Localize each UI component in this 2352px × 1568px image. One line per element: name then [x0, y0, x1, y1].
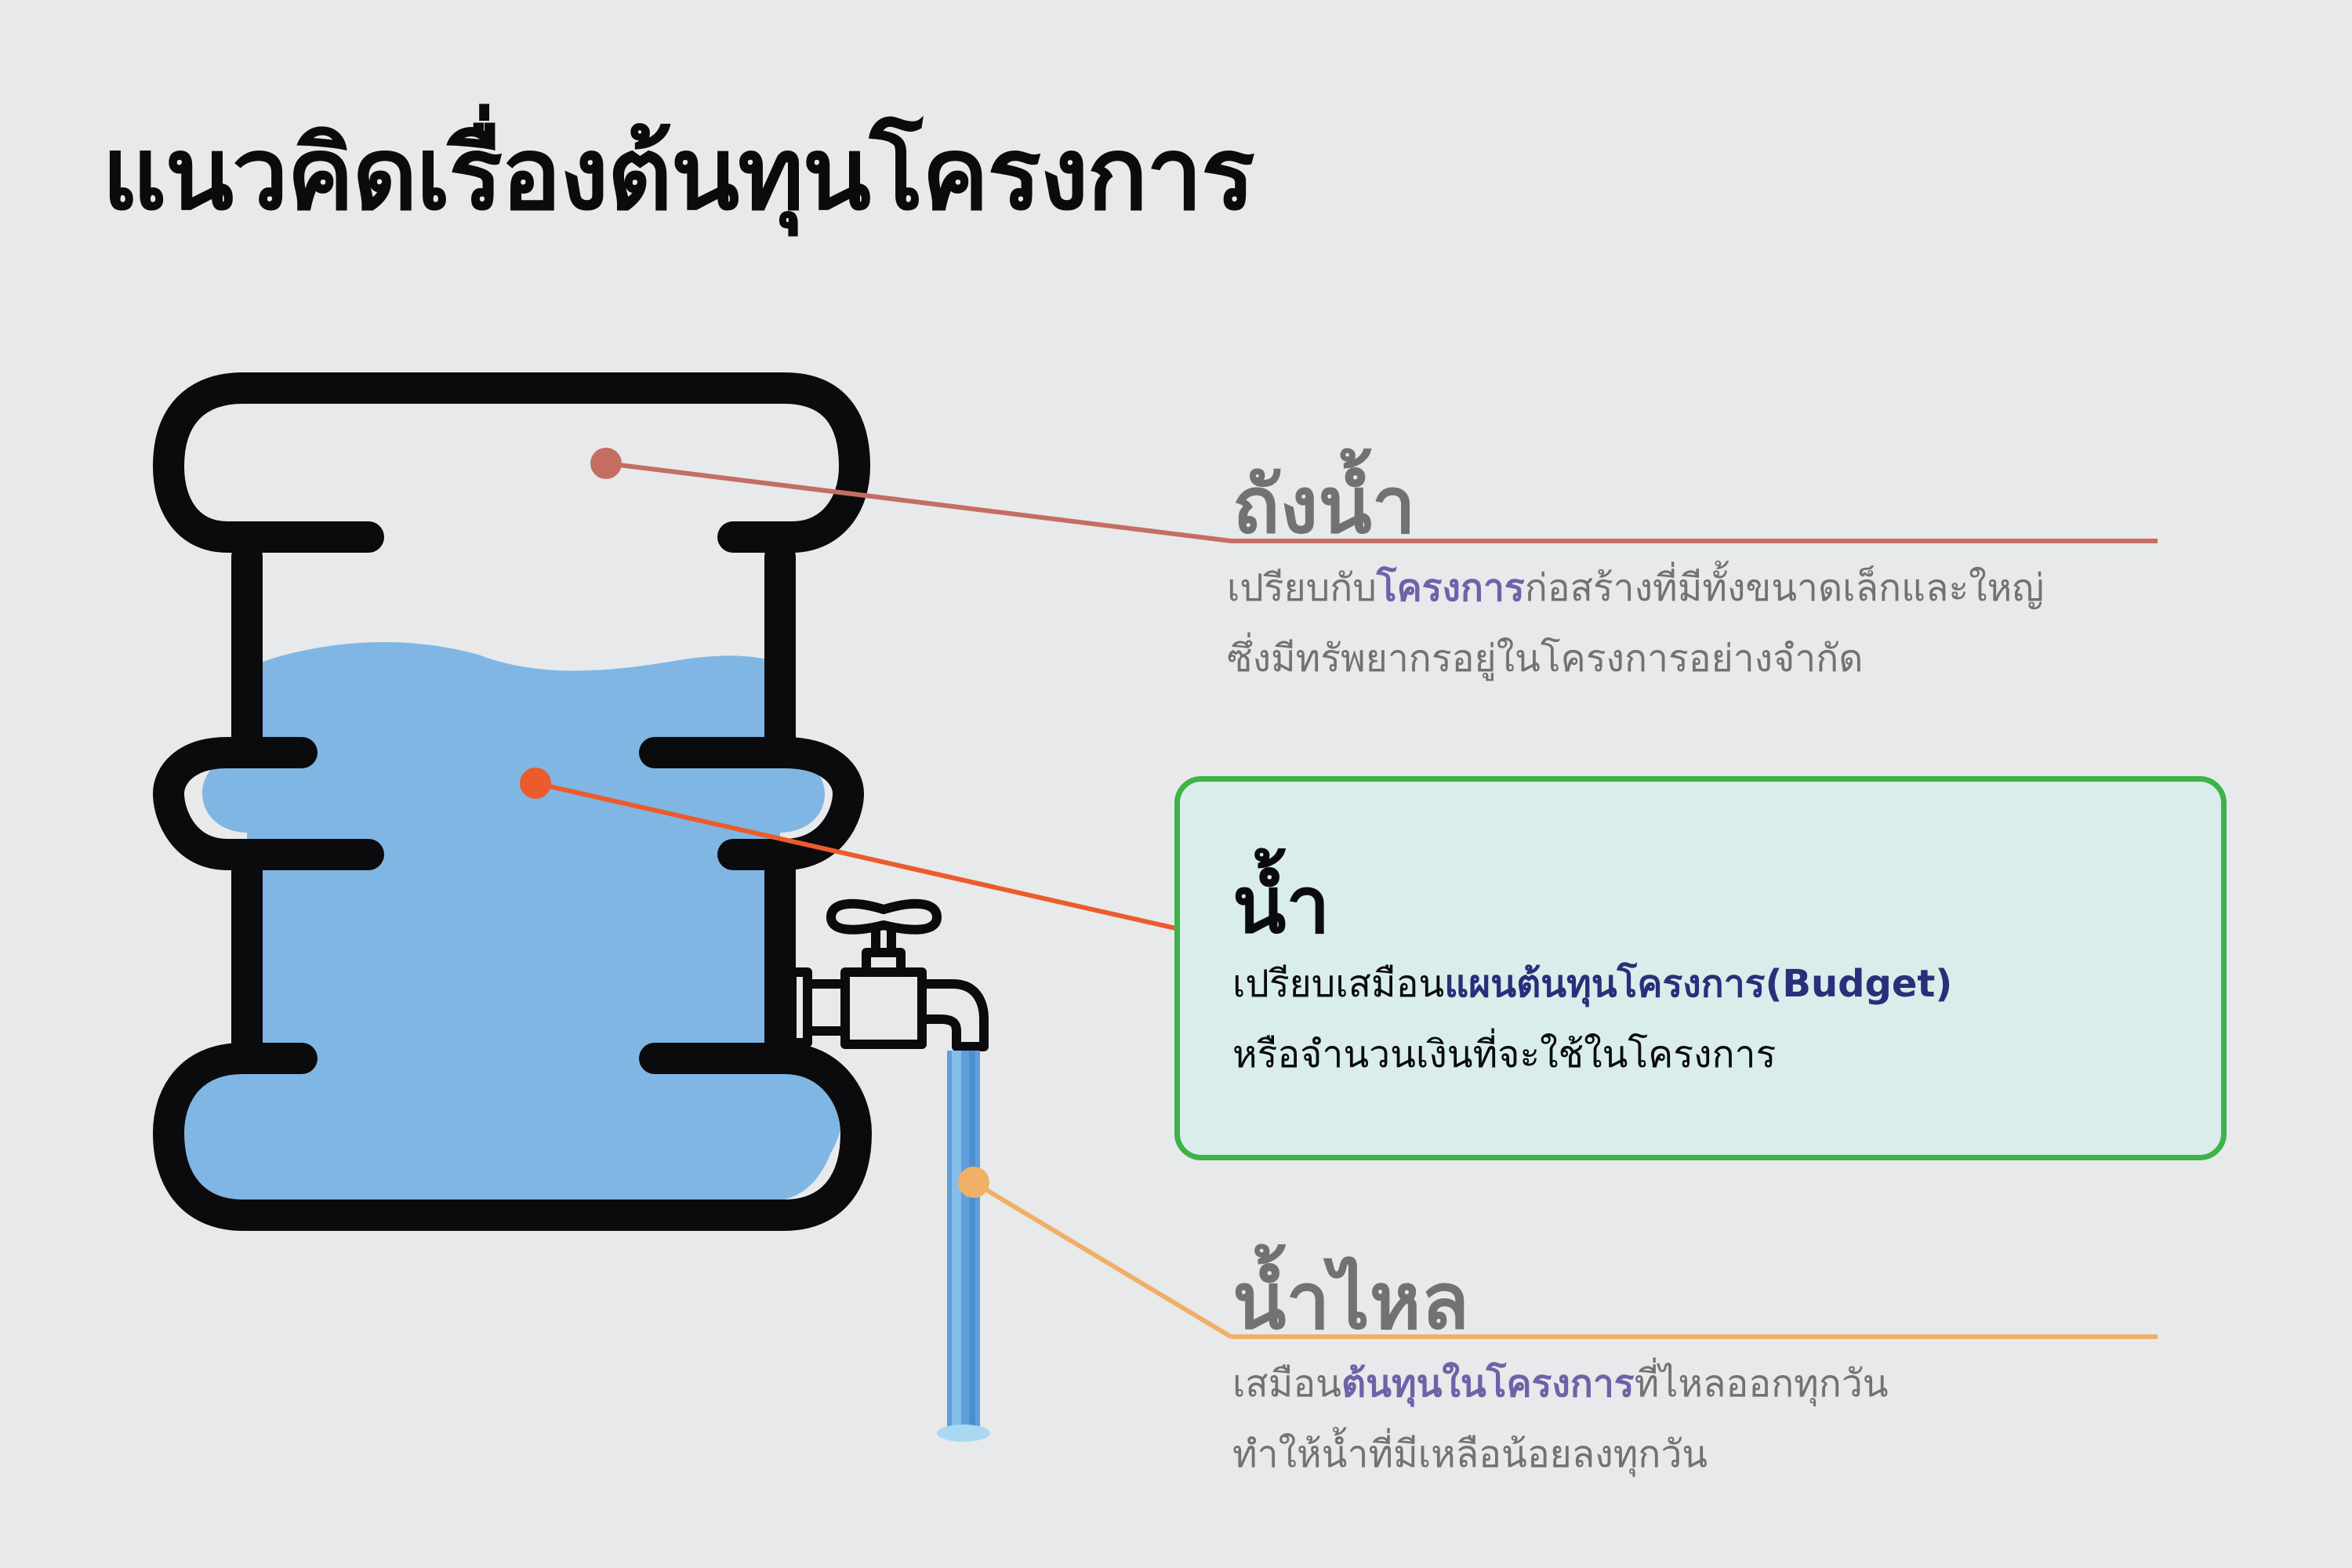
page-title: แนวคิดเรื่องต้นทุนโครงการ: [102, 116, 1255, 233]
water-fill: [165, 641, 844, 1203]
water-title: น้ำ: [1232, 859, 1330, 951]
flow-description-line1: เสมือนต้นทุนในโครงการที่ไหลออกทุกวัน: [1232, 1362, 1889, 1406]
water-description: เปรียบเสมือนแผนต้นทุนโครงการ(Budget) หรื…: [1232, 949, 1952, 1090]
flow-description: เสมือนต้นทุนในโครงการที่ไหลออกทุกวัน ทำใ…: [1232, 1348, 1889, 1490]
water-stream-icon: [937, 1051, 990, 1442]
tank-description: เปรียบกับโครงการก่อสร้างที่มีทั้งขนาดเล็…: [1227, 553, 2044, 694]
water-description-line2: หรือจำนวนเงินที่จะใช้ในโครงการ: [1232, 1033, 1777, 1076]
water-tank-icon: [153, 372, 872, 1231]
flow-title: น้ำไหล: [1232, 1255, 1470, 1347]
connector-flow: [958, 1167, 2158, 1339]
tank-title: ถังน้ำ: [1232, 459, 1416, 551]
tank-description-line1: เปรียบกับโครงการก่อสร้างที่มีทั้งขนาดเล็…: [1227, 566, 2045, 610]
connector-tank: [590, 448, 2158, 543]
water-description-line1: เปรียบเสมือนแผนต้นทุนโครงการ(Budget): [1232, 962, 1953, 1006]
tank-description-line2: ซึ่งมีทรัพยากรอยู่ในโครงการอย่างจำกัด: [1227, 637, 1864, 681]
faucet-icon: [787, 898, 989, 1051]
flow-description-line2: ทำให้น้ำที่มีเหลือน้อยลงทุกวัน: [1232, 1432, 1708, 1476]
water-card: [1174, 776, 2227, 1160]
